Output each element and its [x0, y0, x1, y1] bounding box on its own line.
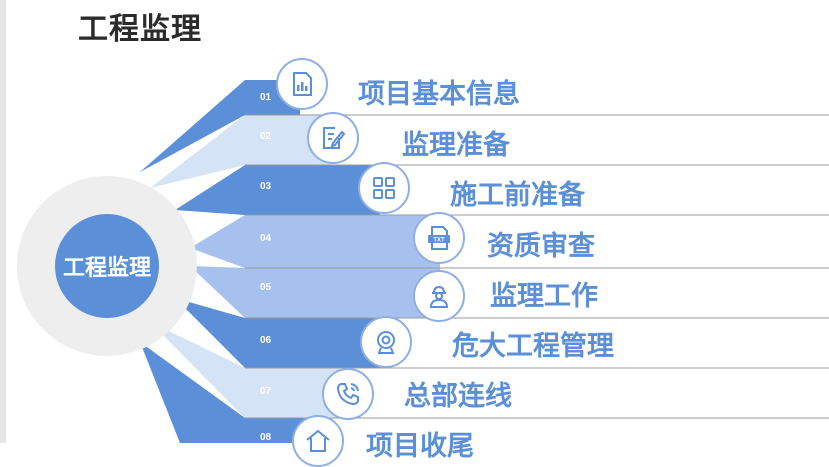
item-08-icon-button[interactable]: [292, 415, 344, 467]
band-07: [150, 322, 340, 418]
band-03: [175, 165, 380, 215]
item-04-icon-button[interactable]: TXT: [413, 212, 465, 264]
left-edge-bar: [0, 0, 6, 443]
fan-diagram: 01 02 03 04 05 06 07 08: [140, 80, 829, 443]
phone-icon: [336, 383, 359, 406]
item-number-07: 07: [260, 386, 272, 397]
item-07-label[interactable]: 总部连线: [404, 381, 512, 412]
item-number-08: 08: [260, 432, 272, 443]
item-04-label[interactable]: 资质审查: [487, 231, 595, 262]
band-05: [190, 266, 440, 318]
item-number-03: 03: [260, 181, 272, 192]
grid-icon: [373, 177, 395, 199]
item-05-icon-button[interactable]: [413, 270, 465, 322]
item-07-icon-button[interactable]: [322, 368, 374, 420]
svg-text:TXT: TXT: [433, 238, 445, 244]
band-06: [175, 298, 380, 368]
txt-file-icon: TXT: [428, 226, 450, 250]
item-number-01: 01: [260, 92, 272, 103]
center-circle: 工程监理: [55, 214, 159, 318]
item-02-icon-button[interactable]: [307, 112, 359, 164]
item-02-label[interactable]: 监理准备: [402, 130, 510, 161]
edit-document-icon: [323, 127, 346, 149]
band-08: [140, 342, 320, 443]
webcam-icon: [377, 331, 395, 354]
item-number-04: 04: [260, 233, 272, 244]
item-08-label[interactable]: 项目收尾: [366, 431, 474, 462]
page-title: 工程监理: [78, 12, 202, 47]
item-01-icon-button[interactable]: [276, 58, 328, 110]
worker-icon: [429, 285, 449, 308]
item-03-icon-button[interactable]: [358, 162, 410, 214]
item-06-icon-button[interactable]: [360, 316, 412, 368]
chart-document-icon: [293, 72, 312, 96]
center-label: 工程监理: [62, 256, 151, 281]
item-03-label[interactable]: 施工前准备: [450, 180, 585, 211]
home-icon: [306, 429, 330, 452]
item-05-label[interactable]: 监理工作: [490, 281, 598, 312]
band-02: [150, 115, 330, 188]
item-06-label[interactable]: 危大工程管理: [452, 331, 614, 362]
band-01: [140, 80, 300, 172]
item-number-05: 05: [260, 282, 272, 293]
band-04: [190, 215, 440, 268]
item-number-06: 06: [260, 335, 272, 346]
item-number-02: 02: [260, 131, 272, 142]
item-01-label[interactable]: 项目基本信息: [358, 79, 520, 110]
